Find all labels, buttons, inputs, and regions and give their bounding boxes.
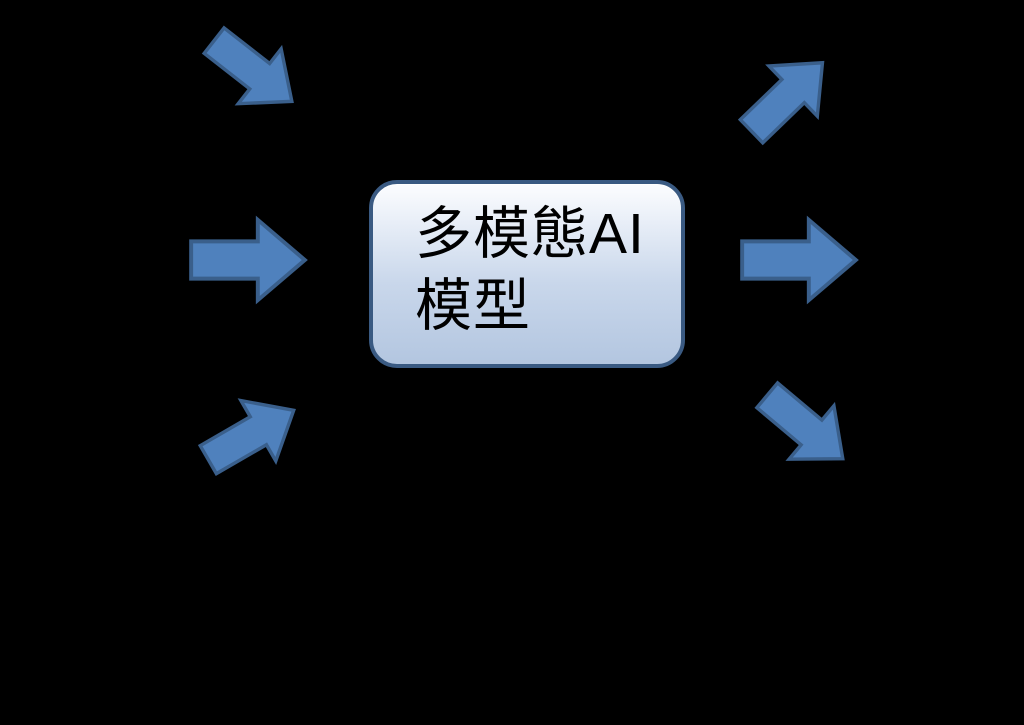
output-arrow-middle-icon xyxy=(740,215,859,305)
model-label-line2: 模型 xyxy=(415,274,531,338)
output-arrow-bottom-icon xyxy=(754,380,845,461)
input-arrow-middle-icon xyxy=(189,215,308,305)
output-arrow-top-icon xyxy=(737,60,825,146)
model-label-line1: 多模態AI xyxy=(415,202,645,266)
multimodal-ai-model-box: 多模態AI 模型 xyxy=(369,180,685,368)
multimodal-ai-model-label: 多模態AI 模型 xyxy=(373,184,681,342)
input-arrow-top-icon xyxy=(201,25,294,106)
input-arrow-bottom-icon xyxy=(197,398,296,476)
